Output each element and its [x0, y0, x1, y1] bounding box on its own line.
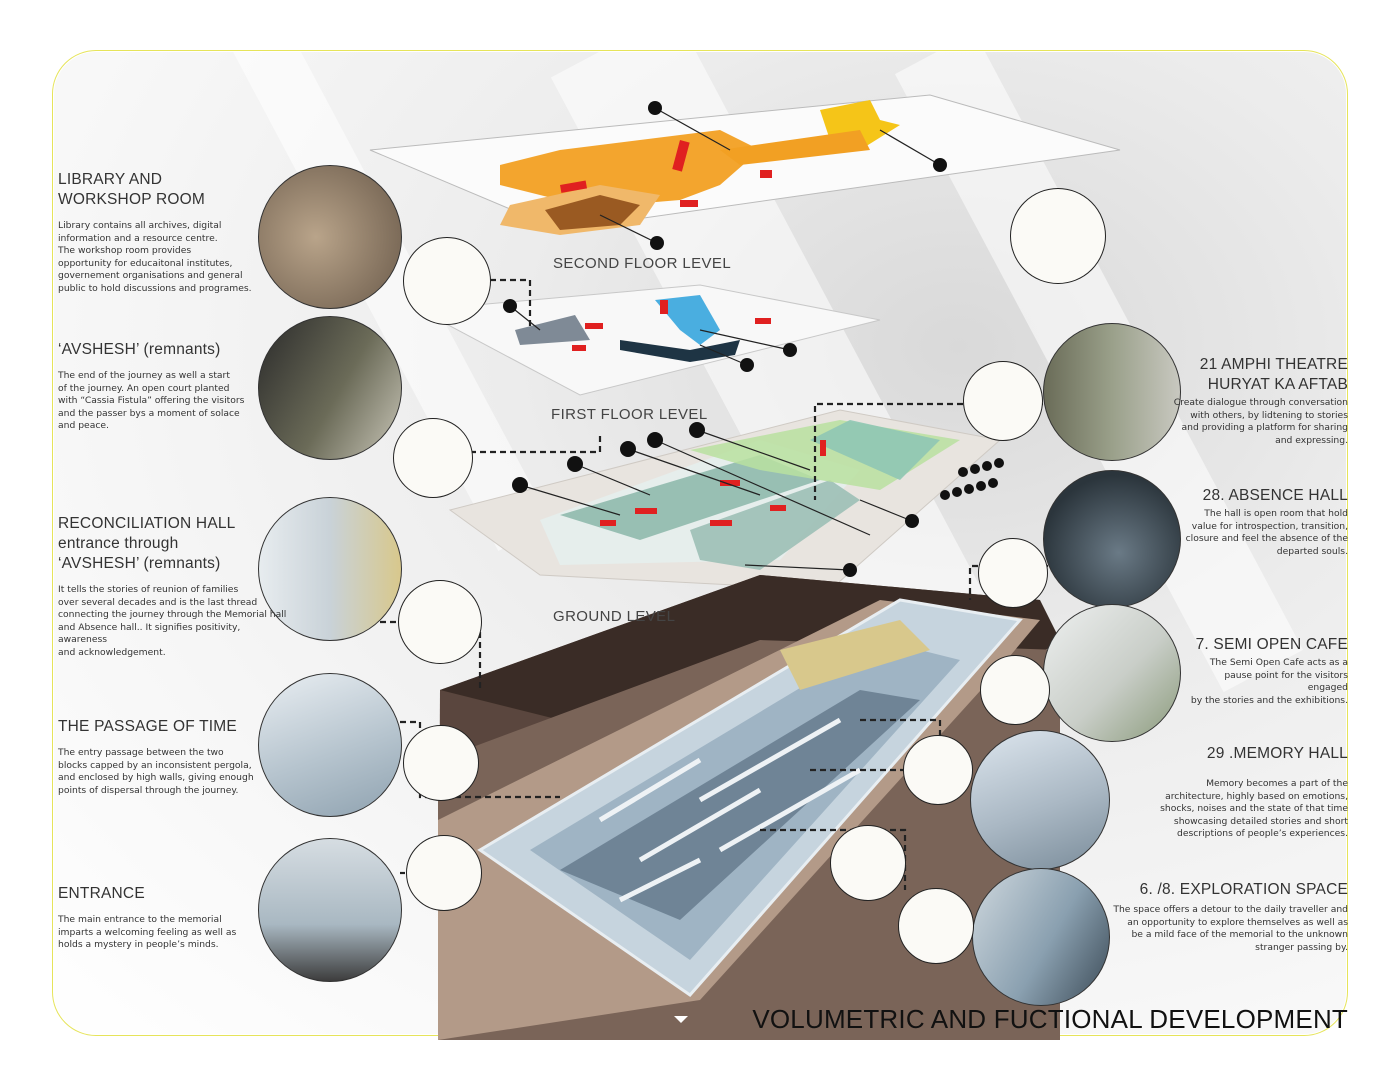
- absence-hall-title: 28. ABSENCE HALL: [1202, 487, 1348, 504]
- reconciliation-model-thumbnail: [398, 580, 482, 664]
- entrance-description: The main entrance to the memorial impart…: [58, 914, 237, 951]
- amphitheatre-title: 21 AMPHI THEATRE HURYAT KA AFTAB: [1199, 356, 1348, 393]
- absence-hall-section: 28. ABSENCE HALL The hall is open room t…: [1183, 486, 1348, 558]
- cafe-model-thumbnail: [980, 655, 1050, 725]
- cafe-description: The Semi Open Cafe acts as a pause point…: [1190, 657, 1348, 706]
- absence-hall-model-thumbnail: [978, 538, 1048, 608]
- avshesh-description: The end of the journey as well a start o…: [58, 370, 245, 432]
- passage-section: THE PASSAGE OF TIME The entry passage be…: [58, 717, 258, 797]
- passage-photo: [258, 673, 402, 817]
- library-section: LIBRARY AND WORKSHOP ROOM Library contai…: [58, 170, 254, 296]
- ground-level-label: GROUND LEVEL: [553, 608, 676, 625]
- avshesh-title: ‘AVSHESH’ (remnants): [58, 341, 221, 358]
- passage-description: The entry passage between the two blocks…: [58, 747, 254, 796]
- exploration-section: 6. /8. EXPLORATION SPACE The space offer…: [1108, 880, 1348, 954]
- amphitheatre-photo: [1043, 323, 1181, 461]
- reconciliation-title: RECONCILIATION HALL entrance through ‘AV…: [58, 515, 236, 572]
- second-floor-label: SECOND FLOOR LEVEL: [553, 255, 732, 272]
- amphitheatre-section: 21 AMPHI THEATRE HURYAT KA AFTAB Create …: [1168, 355, 1348, 447]
- avshesh-section: ‘AVSHESH’ (remnants) The end of the jour…: [58, 340, 254, 433]
- memory-hall-photo: [970, 730, 1110, 870]
- memory-hall-title: 29 .MEMORY HALL: [1206, 745, 1348, 762]
- reconciliation-photo: [258, 497, 402, 641]
- cafe-title: 7. SEMI OPEN CAFE: [1195, 636, 1348, 653]
- library-photo: [258, 165, 402, 309]
- absence-hall-description: The hall is open room that hold value fo…: [1185, 508, 1348, 557]
- cafe-photo: [1043, 604, 1181, 742]
- exploration-model-thumbnail: [898, 888, 974, 964]
- massing-model: [438, 575, 1060, 1040]
- amphitheatre-description: Create dialogue through conversation wit…: [1173, 397, 1348, 446]
- passage-model-thumbnail: [403, 725, 479, 801]
- avshesh-photo: [258, 316, 402, 460]
- page-title: VOLUMETRIC AND FUCTIONAL DEVELOPMENT: [752, 1004, 1348, 1034]
- absence-hall-photo: [1043, 470, 1181, 608]
- exploration-description: The space offers a detour to the daily t…: [1113, 904, 1348, 953]
- first-floor-label: FIRST FLOOR LEVEL: [551, 406, 708, 423]
- cafe-section: 7. SEMI OPEN CAFE The Semi Open Cafe act…: [1183, 635, 1348, 707]
- second-floor-plan: [369, 94, 1121, 250]
- exploration-photo: [972, 868, 1110, 1006]
- exploration-title: 6. /8. EXPLORATION SPACE: [1139, 881, 1348, 898]
- overview-model-thumbnail: [1010, 188, 1106, 284]
- library-title: LIBRARY AND WORKSHOP ROOM: [58, 171, 205, 208]
- entrance-model-thumbnail: [406, 835, 482, 911]
- entrance-photo: [258, 838, 402, 982]
- library-description: Library contains all archives, digital i…: [58, 220, 252, 294]
- memory-hall-description: Memory becomes a part of the architectur…: [1160, 778, 1348, 840]
- entrance-section: ENTRANCE The main entrance to the memori…: [58, 884, 254, 952]
- memory-hall-model-thumbnail: [903, 735, 973, 805]
- entrance-title: ENTRANCE: [58, 885, 145, 902]
- passage-title: THE PASSAGE OF TIME: [58, 718, 237, 735]
- first-floor-plan: [418, 284, 881, 396]
- memory-hall-section: 29 .MEMORY HALL Memory becomes a part of…: [1158, 744, 1348, 841]
- library-model-thumbnail: [403, 237, 491, 325]
- ground-floor-plan: [448, 409, 1004, 591]
- reconciliation-description: It tells the stories of reunion of famil…: [58, 584, 287, 658]
- memory-hall-model-thumbnail-2: [830, 825, 906, 901]
- avshesh-model-thumbnail: [393, 418, 473, 498]
- reconciliation-section: RECONCILIATION HALL entrance through ‘AV…: [58, 514, 288, 660]
- amphitheatre-model-thumbnail: [963, 361, 1043, 441]
